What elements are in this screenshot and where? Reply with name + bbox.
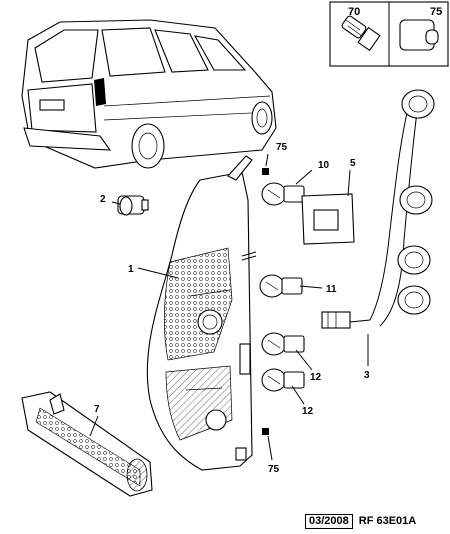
footer-reference: 03/2008 RF 63E01A: [305, 513, 417, 529]
callout-3: 3: [364, 370, 370, 381]
pad-part-75-upper: [262, 168, 269, 175]
callout-12-upper: 12: [310, 372, 322, 383]
side-reflector-part-7: [21, 391, 153, 497]
pad-part-75-lower: [262, 428, 269, 435]
gasket-plate-part-5: [301, 193, 355, 245]
bulb-part-12-lower: [261, 368, 305, 392]
bulb-part-12-upper: [261, 332, 305, 356]
callout-11: 11: [326, 284, 337, 295]
bulb-part-10: [261, 182, 305, 206]
bulb-holder-part-2: [117, 195, 149, 216]
footer-reference-code: RF 63E01A: [358, 515, 417, 527]
callout-7: 7: [94, 404, 100, 415]
callout-5: 5: [350, 158, 356, 169]
callout-1: 1: [128, 264, 134, 275]
callout-2: 2: [100, 194, 106, 205]
footer-date: 03/2008: [305, 513, 353, 529]
callout-75-bottom: 75: [268, 464, 280, 475]
inset-label-75: 75: [430, 6, 442, 18]
callout-12-lower: 12: [302, 406, 314, 417]
inset-label-70: 70: [348, 6, 360, 18]
wiring-harness-part-3: [321, 89, 435, 329]
callout-75-top: 75: [276, 142, 288, 153]
tail-lamp-housing-part-1: [146, 155, 257, 471]
adhesive-pad-part-75-icon: [399, 19, 439, 51]
callout-10: 10: [318, 160, 330, 171]
bulb-holder-part-70-icon: [341, 15, 381, 52]
vehicle-illustration: [21, 19, 277, 169]
leader-lines: [89, 153, 369, 461]
bulb-part-11: [259, 274, 303, 298]
inset-box: 70 75: [329, 1, 449, 67]
